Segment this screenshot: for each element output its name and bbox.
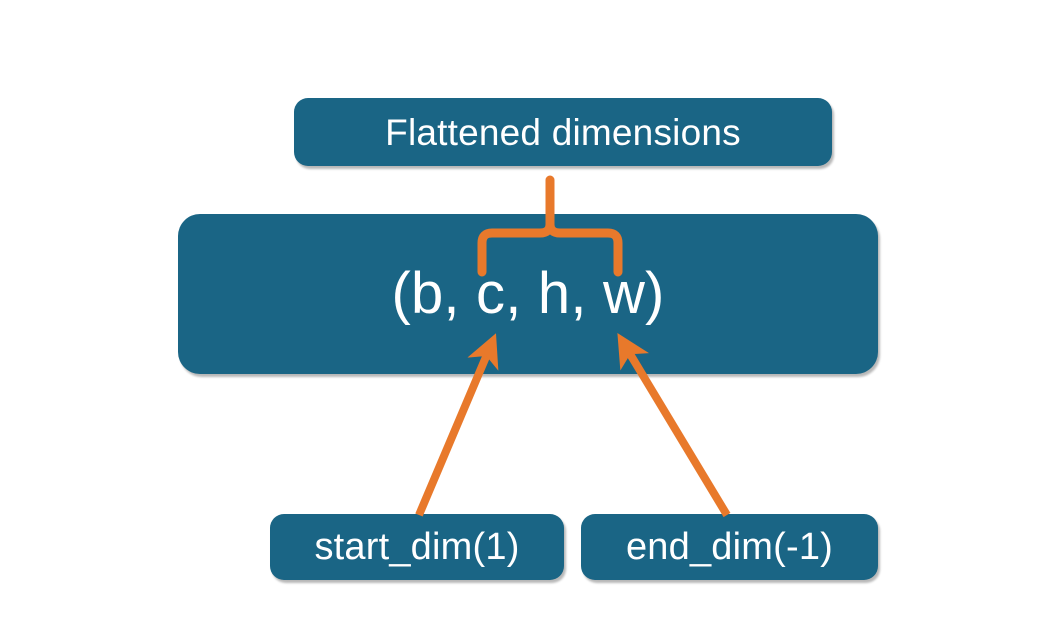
end-dim-box[interactable]: end_dim(-1) (581, 514, 878, 580)
start-dim-label: start_dim(1) (314, 526, 520, 568)
tensor-shape-tuple-label: (b, c, h, w) (391, 261, 665, 326)
start-dim-box[interactable]: start_dim(1) (270, 514, 564, 580)
tensor-shape-tuple-box[interactable]: (b, c, h, w) (178, 214, 878, 374)
end-dim-label: end_dim(-1) (625, 526, 834, 568)
flattened-dimensions-label: Flattened dimensions (385, 111, 741, 153)
flattened-dimensions-box[interactable]: Flattened dimensions (294, 98, 832, 166)
